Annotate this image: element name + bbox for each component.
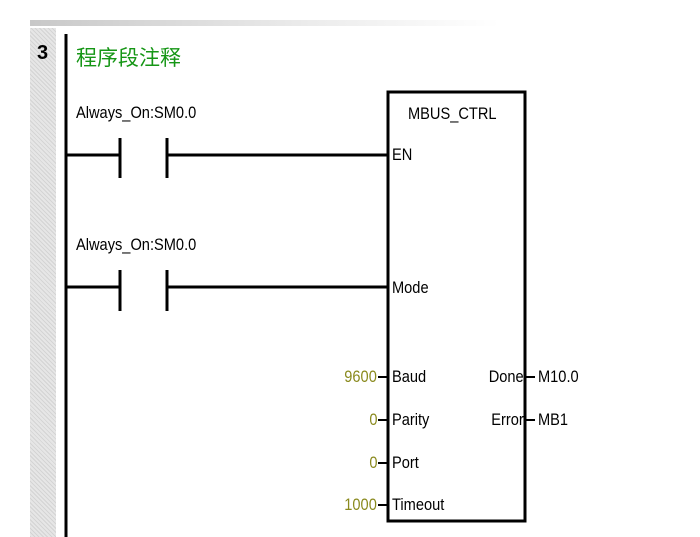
network-comment[interactable]: 程序段注释 bbox=[76, 47, 181, 70]
network-number[interactable]: 3 bbox=[37, 42, 49, 64]
network-header-bar bbox=[30, 20, 500, 26]
block-name: MBUS_CTRL bbox=[408, 104, 497, 123]
network-gutter bbox=[30, 28, 56, 537]
pin-done-label: Done bbox=[489, 367, 524, 386]
error-address[interactable]: MB1 bbox=[538, 410, 569, 429]
contact-2[interactable] bbox=[66, 270, 388, 311]
port-value[interactable]: 0 bbox=[368, 453, 377, 472]
pin-baud-label: Baud bbox=[392, 367, 427, 386]
timeout-value[interactable]: 1000 bbox=[344, 495, 377, 514]
pin-port-label: Port bbox=[392, 453, 419, 472]
parity-value[interactable]: 0 bbox=[368, 410, 377, 429]
done-address[interactable]: M10.0 bbox=[538, 367, 579, 386]
contact-1-address[interactable]: Always_On:SM0.0 bbox=[76, 103, 197, 122]
pin-timeout-label: Timeout bbox=[392, 495, 445, 514]
pin-parity-label: Parity bbox=[392, 410, 430, 429]
pin-en-label: EN bbox=[392, 145, 413, 164]
contact-1[interactable] bbox=[66, 138, 388, 178]
baud-value[interactable]: 9600 bbox=[344, 367, 377, 386]
pin-error-label: Error bbox=[491, 410, 524, 429]
contact-2-address[interactable]: Always_On:SM0.0 bbox=[76, 235, 197, 254]
pin-mode-label: Mode bbox=[392, 278, 429, 297]
function-block-box[interactable] bbox=[386, 90, 527, 523]
